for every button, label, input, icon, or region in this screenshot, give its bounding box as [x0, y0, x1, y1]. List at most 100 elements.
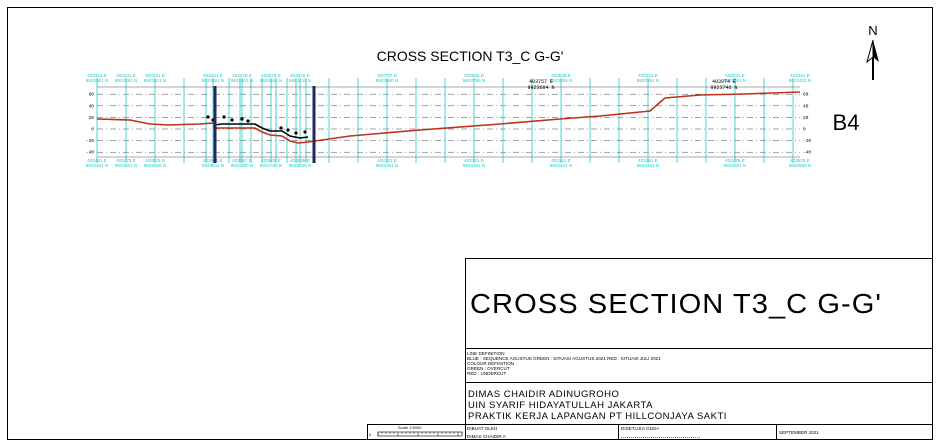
elevation-label: -40: [86, 150, 94, 156]
easting-label: 403757 E: [377, 73, 397, 78]
northing-label: 9923421 N: [144, 78, 166, 83]
scale-bar-frame: [367, 424, 466, 440]
elevation-label: 20: [89, 115, 95, 121]
northing-label: 9923611 N: [202, 163, 224, 168]
elevation-label: -40: [803, 150, 811, 156]
elevation-label: -20: [803, 138, 811, 144]
survey-point: [294, 131, 298, 135]
station-grid: [96, 78, 800, 163]
drawing-title: CROSS SECTION T3_C G-G': [377, 48, 564, 64]
survey-point: [246, 119, 250, 123]
easting-label: 403805 E: [464, 73, 484, 78]
easting-label: 403838 E: [551, 73, 571, 78]
legend-line: COLOUR DEFINITION: [467, 361, 514, 366]
survey-point: [286, 128, 290, 132]
north-arrow-right: [873, 40, 879, 62]
elevation-label: 40: [803, 103, 809, 109]
survey-point-markers: [206, 115, 307, 135]
easting-label: 403461 E: [203, 73, 223, 78]
easting-label: 403838 E: [290, 158, 310, 163]
author-line: PRAKTIK KERJA LAPANGAN PT HILLCONJAYA SA…: [468, 411, 727, 422]
elevation-labels-right: 60 40 20 0 -20 -40: [803, 92, 811, 156]
scale-bar-ruler: [377, 431, 463, 437]
easting-label: 403475 E: [232, 73, 252, 78]
easting-label: 403321 E: [87, 73, 107, 78]
mid-annotation: 9923746 N: [710, 85, 737, 91]
easting-label: 403341 E: [551, 158, 571, 163]
easting-label: 403321 E: [377, 158, 397, 163]
easting-label: 403475 E: [116, 158, 136, 163]
northing-label: 9923361 N: [376, 163, 398, 168]
survey-point: [230, 118, 234, 122]
easting-label: 403575 E: [261, 73, 281, 78]
northing-label: 9923421 N: [550, 163, 572, 168]
easting-label: 403461 E: [87, 158, 107, 163]
survey-point: [206, 115, 210, 119]
northing-label: 9923826 N: [289, 163, 311, 168]
northing-label: 9923361 N: [637, 78, 659, 83]
northing-label: 9923461 N: [637, 163, 659, 168]
author-line: UIN SYARIF HIDAYATULLAH JAKARTA: [468, 400, 653, 411]
date-text: SEPTEMBER 2021: [779, 430, 819, 435]
elevation-label: 0: [803, 127, 806, 133]
northing-label: 9923501 N: [231, 78, 253, 83]
northing-label: 9923786 N: [463, 78, 485, 83]
northing-label: 9923361 N: [86, 78, 108, 83]
northing-label: 9923680 N: [231, 163, 253, 168]
elevation-label: 20: [803, 115, 809, 121]
disetujui-oleh-label: DISETUJUI OLEH: [621, 426, 659, 431]
northing-label: 9923611 N: [289, 78, 311, 83]
easting-label: 403676 E: [203, 158, 223, 163]
northing-label: 9923381 N: [724, 78, 746, 83]
survey-point: [303, 130, 307, 134]
easting-label: 403331 E: [464, 158, 484, 163]
northing-label: 9923556 N: [144, 163, 166, 168]
northing-label: 9923421 N: [789, 78, 811, 83]
north-arrow: N: [866, 23, 879, 80]
northing-label: 9923501 N: [724, 163, 746, 168]
north-label: N: [868, 23, 877, 38]
title-block: CROSS SECTION T3_C G-G' LINE DEFINITION …: [465, 258, 933, 440]
elevation-label: -20: [86, 138, 94, 144]
easting-label: 403321 E: [638, 73, 658, 78]
easting-label: 403575 E: [145, 158, 165, 163]
scale-zero: 0: [369, 432, 372, 437]
legend-line: RED : UNDERCUT: [467, 371, 506, 376]
northing-label: 9923461 N: [86, 163, 108, 168]
scale-bar: Scale 1:5000 0: [367, 424, 466, 440]
survey-point: [279, 126, 283, 130]
dibuat-oleh-name: DIMAS CHAIDIR A: [467, 434, 507, 439]
easting-label: 403575 E: [790, 158, 810, 163]
easting-label: 403341 E: [145, 73, 165, 78]
author-line: DIMAS CHAIDIR ADINUGROHO: [468, 389, 619, 400]
northing-label: 9923786 N: [260, 163, 282, 168]
legend-line: GREEN : OVERCUT: [467, 366, 510, 371]
legend-line: LINE DEFINITION: [467, 351, 505, 356]
scale-bar-ticks: [377, 432, 463, 436]
survey-point: [240, 117, 244, 121]
northing-label: 9923556 N: [789, 163, 811, 168]
easting-label: 403341 E: [790, 73, 810, 78]
easting-label: 403676 E: [290, 73, 310, 78]
survey-point: [222, 115, 226, 119]
legend-line: BLUE : SEQUENCE AGUSTUS GREEN : SITUASI …: [467, 356, 661, 361]
mid-annotation: 403874 E: [712, 79, 736, 85]
dibuat-oleh-label: DIBUAT OLEH: [467, 426, 497, 431]
easting-label: 403331 E: [116, 73, 136, 78]
elevation-label: 60: [803, 92, 809, 98]
northing-label: 9923461 N: [202, 78, 224, 83]
easting-label: 403757 E: [232, 158, 252, 163]
elevation-label: 0: [91, 127, 94, 133]
title-block-title: CROSS SECTION T3_C G-G': [470, 288, 882, 319]
northing-label: 9923381 N: [115, 78, 137, 83]
easting-label: 403805 E: [261, 158, 281, 163]
sheet-label: B4: [833, 110, 860, 135]
survey-profile-line: [213, 123, 309, 139]
elevation-label: 60: [89, 92, 95, 98]
northing-label: 9923556 N: [260, 78, 282, 83]
easting-label: 403331 E: [725, 73, 745, 78]
